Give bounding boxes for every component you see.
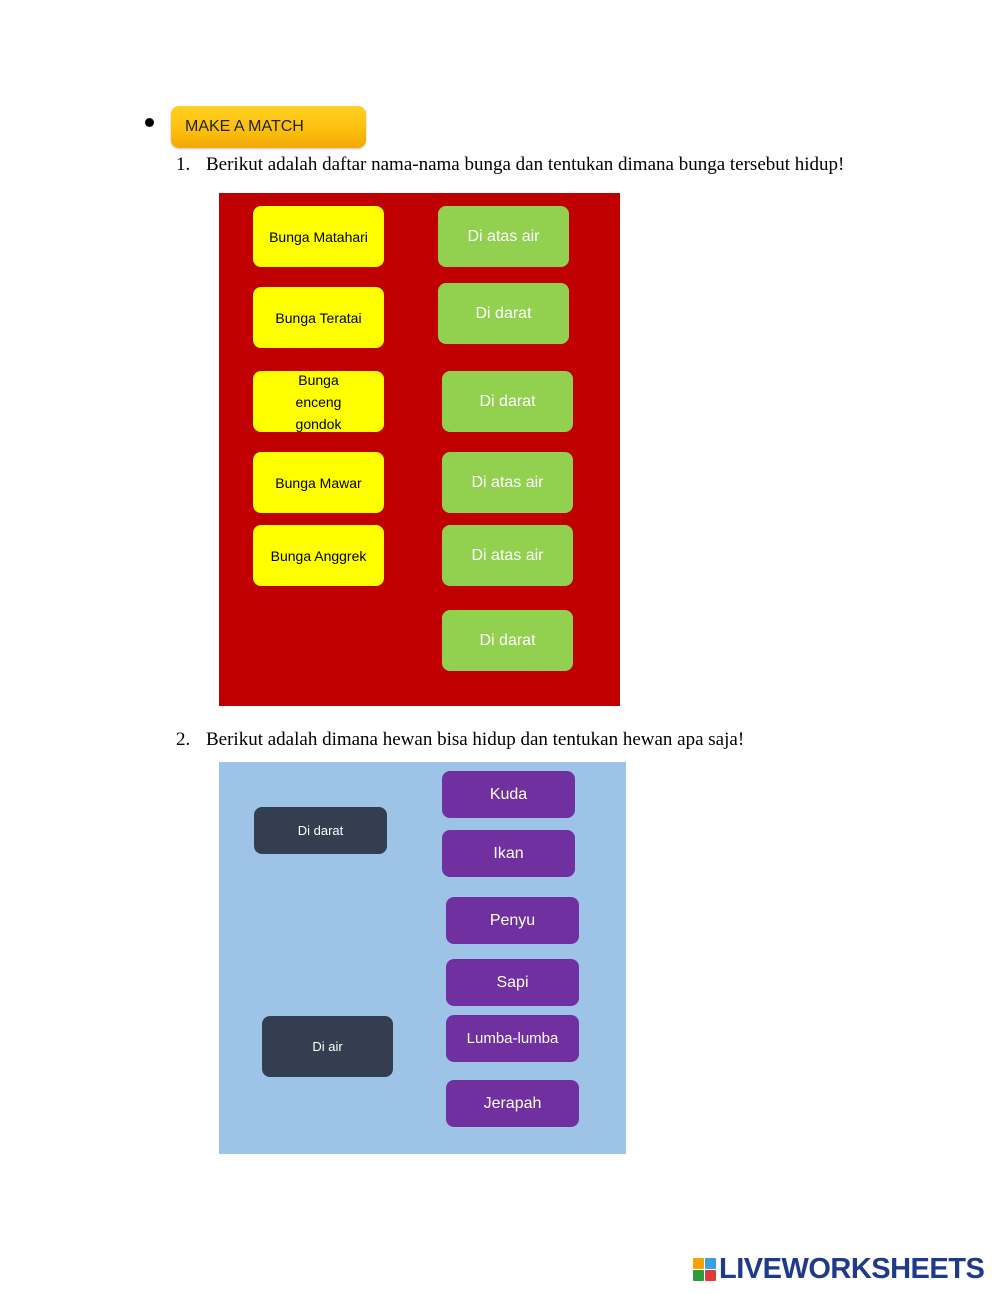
animal-card[interactable]: Ikan bbox=[442, 830, 575, 877]
animal-card[interactable]: Lumba-lumba bbox=[446, 1015, 579, 1062]
habitat-card[interactable]: Di atas air bbox=[442, 452, 573, 513]
flower-match-panel: Bunga Matahari Bunga Teratai Bunga encen… bbox=[219, 193, 620, 706]
animal-habitat-card[interactable]: Di darat bbox=[254, 807, 387, 854]
question-text: Berikut adalah daftar nama-nama bunga da… bbox=[206, 154, 845, 175]
flower-card[interactable]: Bunga Matahari bbox=[253, 206, 384, 267]
habitat-card[interactable]: Di darat bbox=[438, 283, 569, 344]
logo-mark-icon bbox=[693, 1258, 716, 1281]
animal-card[interactable]: Sapi bbox=[446, 959, 579, 1006]
make-a-match-badge: MAKE A MATCH bbox=[171, 106, 366, 148]
liveworksheets-logo: LIVEWORKSHEETS bbox=[693, 1253, 985, 1286]
question-2: 2. Berikut adalah dimana hewan bisa hidup… bbox=[176, 729, 744, 751]
flower-card[interactable]: Bunga Anggrek bbox=[253, 525, 384, 586]
habitat-card[interactable]: Di darat bbox=[442, 610, 573, 671]
bullet-point bbox=[145, 118, 154, 127]
animal-card[interactable]: Penyu bbox=[446, 897, 579, 944]
animal-habitat-card[interactable]: Di air bbox=[262, 1016, 393, 1077]
question-number: 1. bbox=[176, 154, 191, 175]
animal-card[interactable]: Jerapah bbox=[446, 1080, 579, 1127]
habitat-card[interactable]: Di atas air bbox=[442, 525, 573, 586]
question-text: Berikut adalah dimana hewan bisa hidup d… bbox=[206, 729, 745, 750]
habitat-card[interactable]: Di darat bbox=[442, 371, 573, 432]
flower-card[interactable]: Bunga enceng gondok bbox=[253, 371, 384, 432]
flower-card[interactable]: Bunga Mawar bbox=[253, 452, 384, 513]
logo-text: LIVEWORKSHEETS bbox=[719, 1253, 985, 1285]
question-1: 1. Berikut adalah daftar nama-nama bunga … bbox=[176, 154, 844, 176]
question-number: 2. bbox=[176, 729, 191, 750]
animal-card[interactable]: Kuda bbox=[442, 771, 575, 818]
animal-match-panel: Di darat Di air Kuda Ikan Penyu Sapi Lum… bbox=[219, 762, 626, 1154]
flower-card[interactable]: Bunga Teratai bbox=[253, 287, 384, 348]
habitat-card[interactable]: Di atas air bbox=[438, 206, 569, 267]
